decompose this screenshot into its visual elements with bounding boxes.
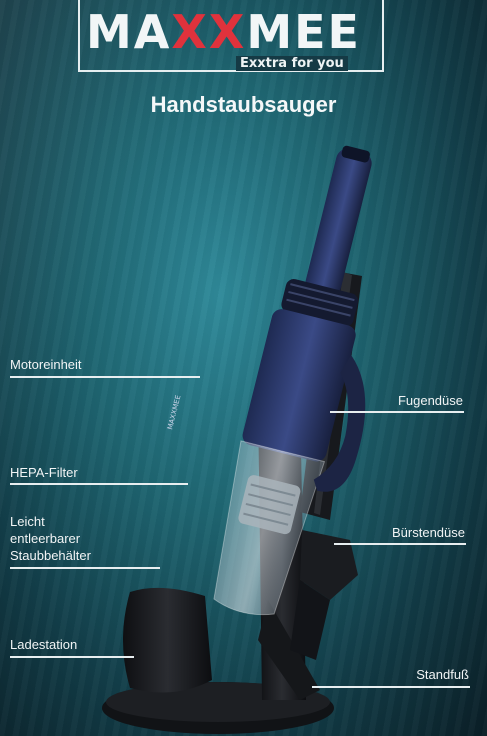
leader-line-motor-unit xyxy=(10,376,200,378)
brush-nozzle-shape xyxy=(300,530,358,600)
label-charging-station: Ladestation xyxy=(10,637,78,652)
label-crevice-nozzle: Fugendüse xyxy=(397,393,463,408)
label-stand: Standfuß xyxy=(416,667,469,682)
label-brush-nozzle: Bürstendüse xyxy=(392,525,465,540)
charging-station-shape xyxy=(123,587,212,693)
leader-line-charging-station xyxy=(10,656,134,658)
brand-logo: MAXXMEE xyxy=(86,5,361,59)
vacuum-handle xyxy=(313,354,366,492)
label-container-line2: entleerbarer xyxy=(10,531,81,546)
leader-line-brush-nozzle xyxy=(334,543,466,545)
brand-tagline: Exxtra for you xyxy=(236,56,348,71)
motor-unit xyxy=(242,309,356,462)
label-container-line3: Staubbehälter xyxy=(10,548,91,563)
leader-line-crevice-nozzle xyxy=(330,411,464,413)
hepa-filter xyxy=(238,475,301,535)
vacuum-nozzle xyxy=(305,148,372,298)
label-container-line1: Leicht xyxy=(10,514,45,529)
logo-frame xyxy=(78,0,384,72)
leader-line-container xyxy=(10,567,160,569)
product-title: Handstaubsauger xyxy=(150,92,337,117)
leader-line-hepa-filter xyxy=(10,483,188,485)
label-motor-unit: Motoreinheit xyxy=(10,357,82,372)
device-logo-print: MAXXMEE xyxy=(166,394,182,430)
leader-line-stand xyxy=(312,686,470,688)
label-hepa-filter: HEPA-Filter xyxy=(10,465,78,480)
